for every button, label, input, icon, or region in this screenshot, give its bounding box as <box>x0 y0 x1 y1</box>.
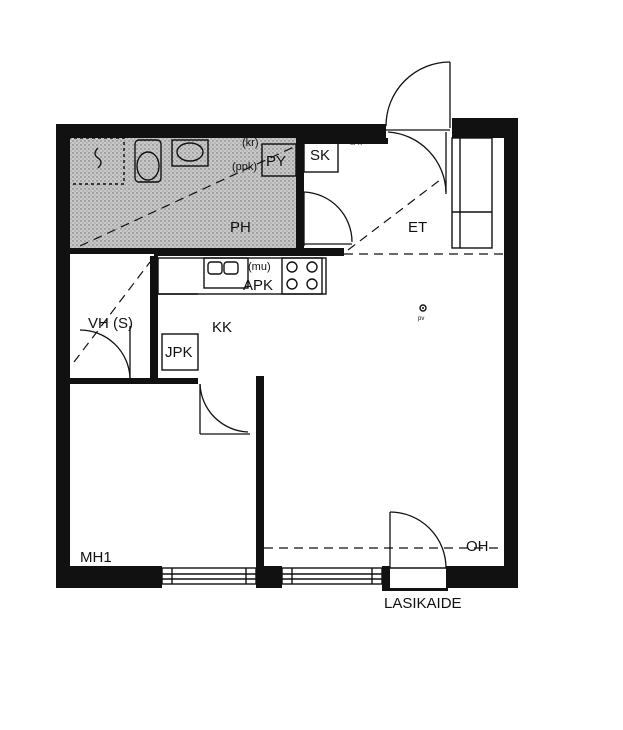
hall-dashes <box>344 179 504 255</box>
bathroom-fixtures <box>67 137 297 185</box>
bedroom-door <box>199 383 250 435</box>
fixture-mu-label: (mu) <box>248 261 271 273</box>
balcony-door <box>389 511 447 569</box>
kitchen-counter <box>157 257 327 371</box>
bathroom-door <box>303 191 353 246</box>
room-vh-label: VH (S) <box>88 315 133 332</box>
floor-drain <box>419 304 427 312</box>
room-sk-label: SK <box>310 147 330 164</box>
room-mh1-label: MH1 <box>80 549 112 566</box>
room-ph-label: PH <box>230 219 251 236</box>
bathroom-floor <box>68 138 296 250</box>
bathroom-divider-line <box>79 145 297 247</box>
room-kk-label: KK <box>212 319 232 336</box>
room-et-label: ET <box>408 219 427 236</box>
hall-closet <box>451 137 493 249</box>
entrance-door <box>385 61 451 194</box>
fixture-ppk-label: (ppk) <box>232 161 257 173</box>
interior-walls <box>56 138 388 566</box>
sk-cabinet <box>303 137 339 173</box>
fixture-pv-label: pv <box>418 316 424 322</box>
exterior-walls <box>56 118 518 588</box>
fixture-kr-label: (kr) <box>242 137 259 149</box>
fixture-spk-label: SPK <box>350 141 362 147</box>
windows <box>161 567 383 585</box>
room-apk-label: APK <box>243 277 273 294</box>
room-py-label: PY <box>266 153 286 170</box>
balcony-railing <box>382 588 448 591</box>
room-oh-label: OH <box>466 538 489 555</box>
closet-door <box>73 261 151 379</box>
room-jpk-label: JPK <box>165 344 193 361</box>
balcony-label: LASIKAIDE <box>384 595 462 612</box>
